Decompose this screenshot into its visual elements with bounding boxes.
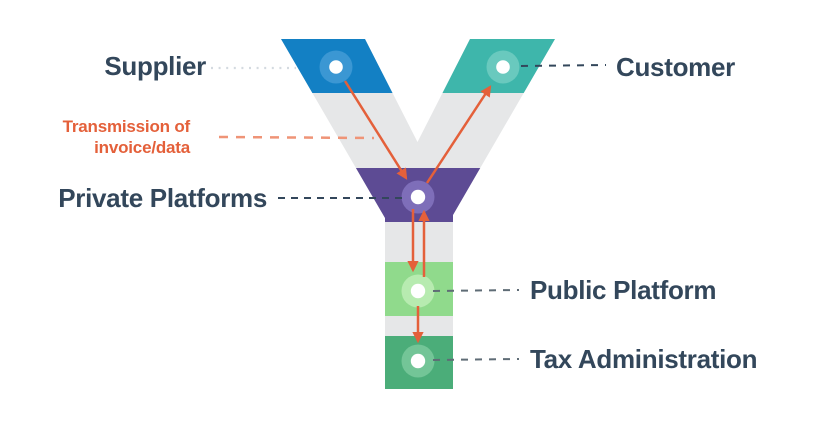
public-platform-node-icon	[401, 274, 435, 308]
supplier-label: Supplier	[104, 51, 206, 81]
transmission-pointer-line	[218, 135, 375, 140]
customer-label: Customer	[616, 52, 735, 82]
customer-node-dot	[496, 60, 510, 74]
public-platform-node-dot	[410, 283, 426, 299]
public-platform-pointer-line	[432, 289, 520, 292]
transmission-label-line2: invoice/data	[94, 138, 190, 157]
private-platforms-node-icon	[401, 180, 435, 214]
tax-administration-pointer-line	[432, 358, 520, 361]
supplier-node-dot	[329, 60, 343, 74]
transmission-label: Transmission of invoice/data	[40, 116, 191, 158]
private-platforms-node-dot	[410, 189, 426, 205]
arrow-private-to-customer	[425, 85, 492, 184]
public-platform-label: Public Platform	[530, 275, 717, 305]
arrow-supplier-to-private	[343, 80, 408, 180]
tax-administration-label: Tax Administration	[530, 344, 758, 374]
supplier-node-icon	[319, 50, 353, 84]
transmission-label-line1: Transmission of	[62, 117, 191, 136]
customer-node-icon	[486, 50, 520, 84]
private-platforms-label: Private Platforms	[58, 183, 267, 213]
tax-administration-node-icon	[401, 344, 435, 378]
tax-administration-node-dot	[410, 353, 426, 369]
customer-pointer-line	[520, 64, 607, 67]
